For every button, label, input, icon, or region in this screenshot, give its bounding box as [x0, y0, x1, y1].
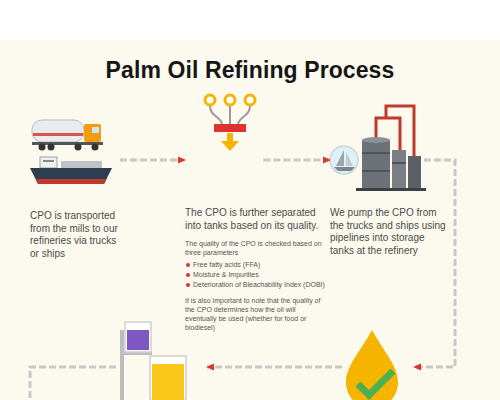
- flow-arrow: [263, 159, 330, 162]
- process-step: The CPO is further separated into tanks …: [185, 160, 325, 332]
- diagram-title: Palm Oil Refining Process: [0, 57, 500, 84]
- process-step: We pump the CPO from the trucks and ship…: [330, 160, 450, 257]
- top-band: [0, 0, 500, 40]
- flow-arrow: [120, 159, 185, 162]
- step-description: CPO is transported from the mills to our…: [30, 210, 120, 260]
- step-note: It is also important to note that the qu…: [185, 296, 325, 332]
- lab-beakers-icon: [120, 322, 186, 400]
- bullet-item: Moisture & Impurities: [185, 270, 325, 279]
- step-body-text: The quality of the CPO is checked based …: [185, 239, 325, 257]
- cargo-ship-illustration: [30, 157, 112, 184]
- bullet-item: Deterioration of Bleachability Index (DO…: [185, 280, 325, 289]
- tanker-truck-illustration: [32, 120, 103, 151]
- oil-drop-check-icon: [346, 330, 398, 400]
- process-step: CPO is transported from the mills to our…: [30, 160, 120, 260]
- quality-separation-icon: [205, 95, 255, 151]
- step-heading: The CPO is further separated into tanks …: [185, 207, 325, 232]
- refinery-storage-tanks-icon: [330, 106, 426, 191]
- step-description: We pump the CPO from the trucks and ship…: [330, 207, 450, 257]
- bullet-item: Free fatty acids (FFA): [185, 260, 325, 269]
